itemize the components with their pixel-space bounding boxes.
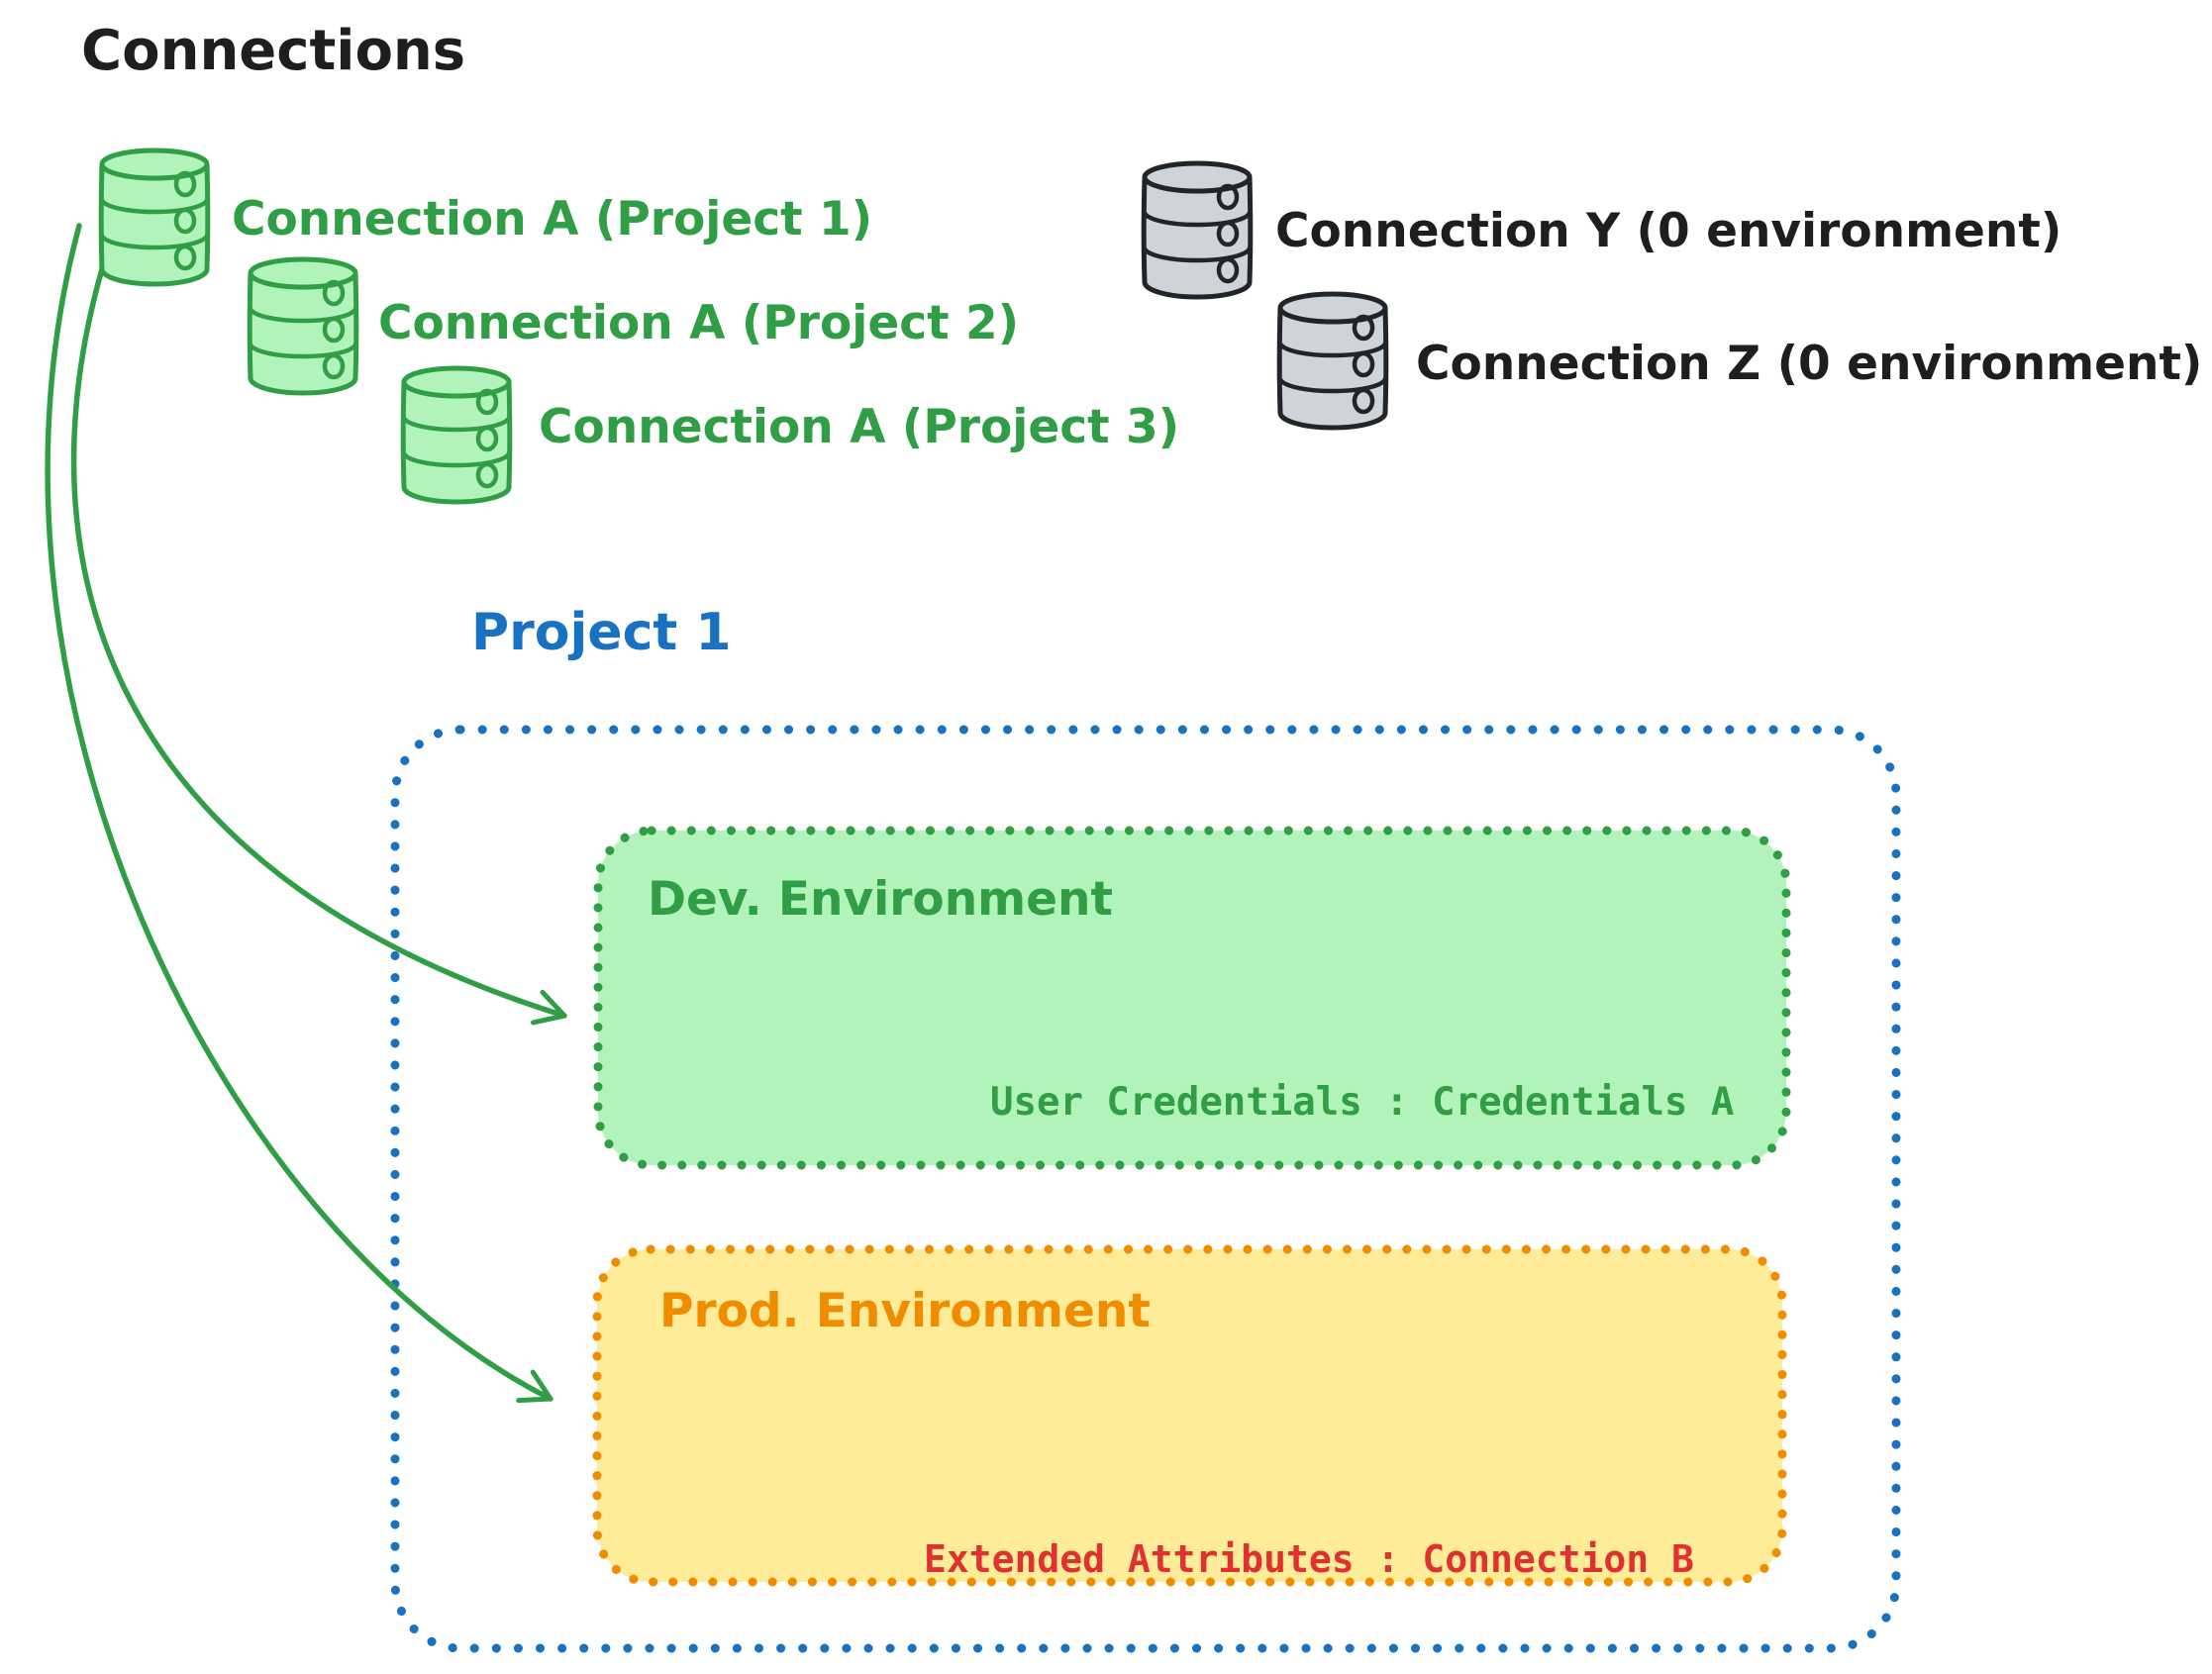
prod-environment-box (592, 1244, 1787, 1587)
connection-a-project-1-label: Connection A (Project 1) (232, 192, 873, 246)
database-icon-connection-y (1144, 163, 1251, 297)
dev-environment-title: Dev. Environment (648, 872, 1113, 927)
arrow-to-prod-environment-icon (45, 223, 553, 1404)
prod-attributes-line-1: Extended Attributes : Connection B (924, 1537, 1694, 1581)
database-icon-connection-a-project-2 (250, 259, 356, 393)
database-icon-connection-a-project-1 (101, 150, 208, 284)
prod-attributes-text: Extended Attributes : Connection B Ext.A… (924, 1445, 1717, 1674)
database-icon-connection-a-project-3 (403, 368, 510, 502)
connection-y-label: Connection Y (0 environment) (1275, 204, 2062, 258)
database-icon-connection-z (1279, 294, 1386, 428)
dev-environment-box (593, 826, 1791, 1170)
prod-environment-title: Prod. Environment (659, 1284, 1151, 1338)
connection-a-project-3-label: Connection A (Project 3) (539, 400, 1180, 454)
arrow-to-dev-environment-icon (70, 266, 567, 1026)
project-1-title: Project 1 (471, 603, 732, 662)
dev-credentials-text: User Credentials : Credentials A (990, 1080, 1735, 1125)
connection-a-project-2-label: Connection A (Project 2) (378, 296, 1020, 350)
connections-title: Connections (81, 19, 466, 83)
connection-z-label: Connection Z (0 environment) (1416, 337, 2203, 391)
